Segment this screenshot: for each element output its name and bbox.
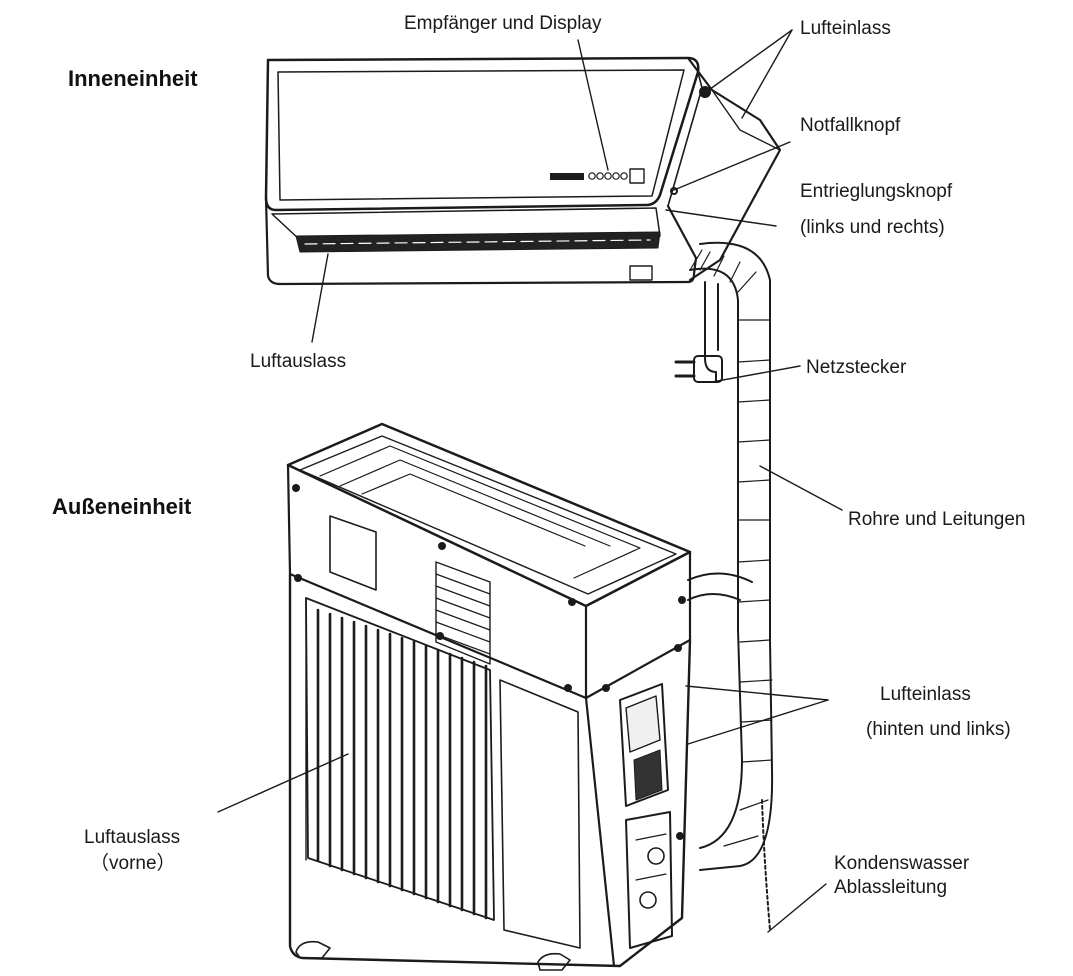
label-drain-line1: Kondenswasser <box>834 853 970 874</box>
label-air-inlet-top: Lufteinlass <box>800 18 891 39</box>
leader-air-inlet-top-2 <box>741 29 793 119</box>
leader-air-outlet-indoor <box>311 253 329 343</box>
leader-pipes-cables <box>759 465 843 511</box>
indoor-unit-drawing <box>264 56 782 286</box>
leader-air-inlet-top-1 <box>705 29 793 93</box>
label-release-button-line2: (links und rechts) <box>800 217 945 238</box>
leader-power-plug <box>711 365 801 383</box>
leader-air-inlet-outdoor-2 <box>687 699 829 745</box>
label-air-inlet-outdoor-line1: Lufteinlass <box>880 684 971 705</box>
label-receiver-display: Empfänger und Display <box>404 13 602 34</box>
label-release-button-line1: Entrieglungsknopf <box>800 181 953 202</box>
power-cord-drawing <box>674 281 723 383</box>
leader-emergency-button <box>673 141 791 191</box>
indoor-unit-heading: Inneneinheit <box>68 66 198 91</box>
leader-release-button <box>665 209 777 227</box>
label-emergency-button: Notfallknopf <box>800 115 901 136</box>
label-air-outlet-outdoor-line1: Luftauslass <box>84 827 181 848</box>
label-air-outlet-outdoor-line2: （vorne） <box>90 853 176 874</box>
outdoor-unit-heading: Außeneinheit <box>52 494 192 519</box>
leader-air-inlet-outdoor-1 <box>685 685 829 701</box>
leader-drain <box>767 883 827 933</box>
leader-lines <box>217 29 843 933</box>
label-drain-line2: Ablassleitung <box>834 877 948 898</box>
label-pipes-cables: Rohre und Leitungen <box>848 509 1026 530</box>
pipe-bundle-drawing <box>687 241 774 931</box>
label-air-outlet-indoor: Luftauslass <box>250 351 347 372</box>
leader-receiver-display <box>577 39 609 171</box>
label-air-inlet-outdoor-line2: (hinten und links) <box>866 719 1011 740</box>
outdoor-unit-drawing <box>286 422 692 971</box>
leader-air-outlet-outdoor <box>217 753 349 813</box>
label-power-plug: Netzstecker <box>806 357 907 378</box>
